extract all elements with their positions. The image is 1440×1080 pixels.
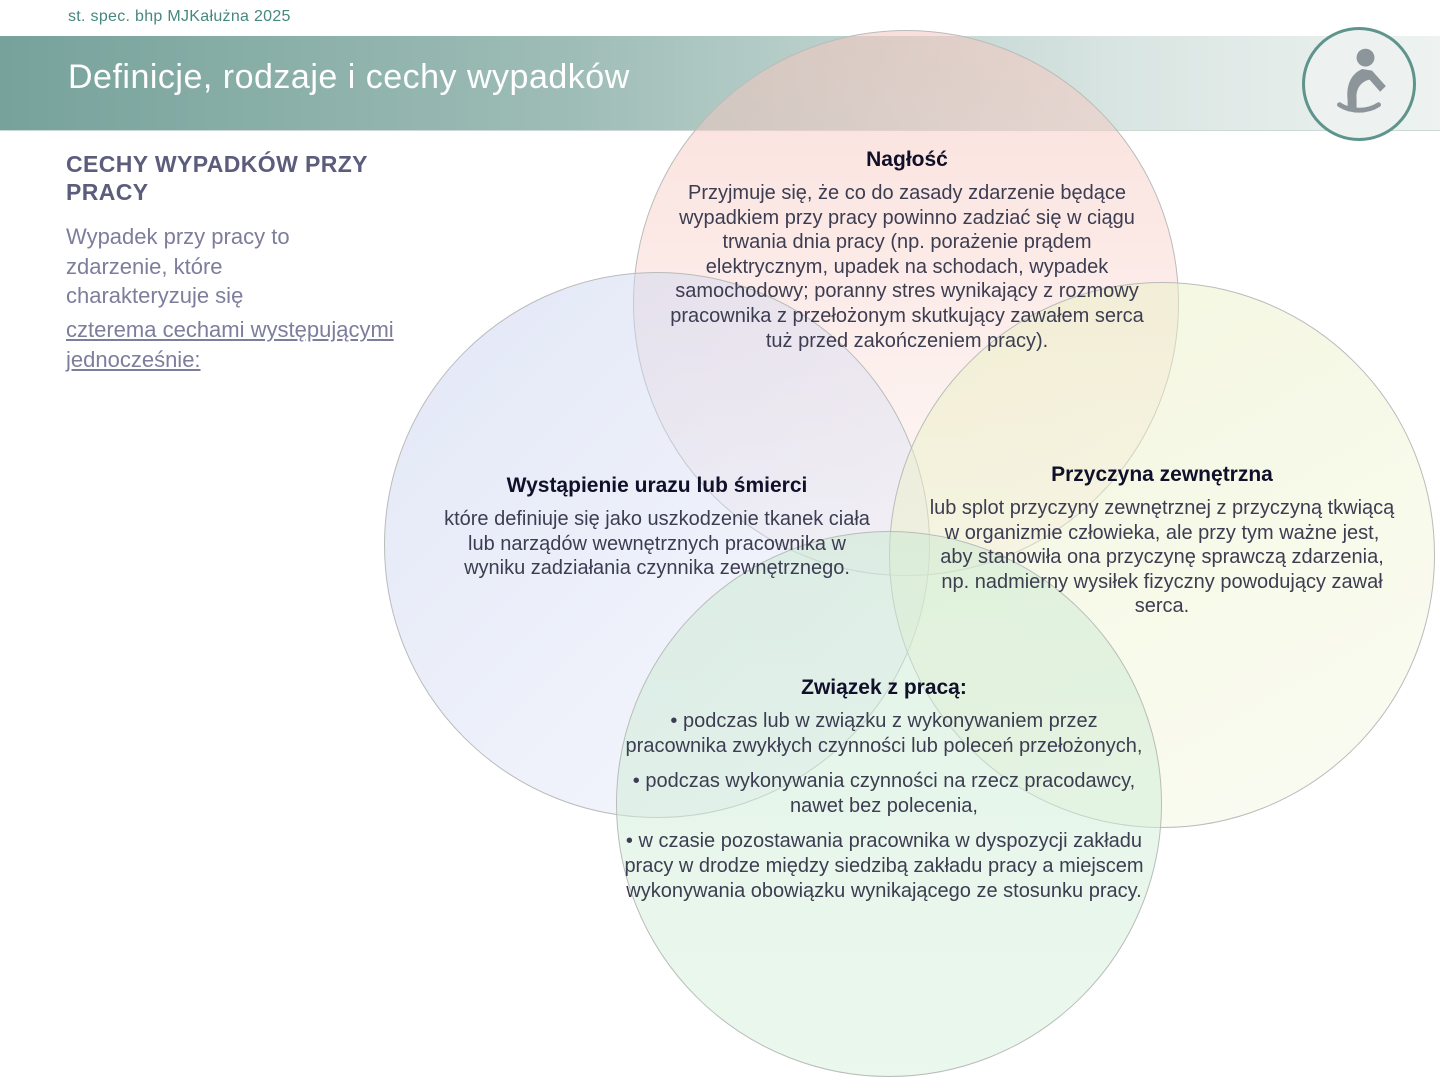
venn-bullet-3: • w czasie pozostawania pracownika w dys… (624, 830, 1144, 902)
intro-block: CECHY WYPADKÓW PRZY PRACY Wypadek przy p… (66, 150, 426, 375)
venn-body-uraz: które definiuje się jako uszkodzenie tka… (444, 508, 870, 580)
credit-line: st. spec. bhp MJKałużna 2025 (68, 8, 291, 25)
page-title: Definicje, rodzaje i cechy wypadków (68, 58, 630, 96)
venn-text-przyczyna: Przyczyna zewnętrzna lub splot przyczyny… (928, 463, 1396, 619)
venn-title-przyczyna: Przyczyna zewnętrzna (1051, 463, 1273, 486)
venn-title-uraz: Wystąpienie urazu lub śmierci (506, 474, 808, 497)
intro-lead-underlined: czterema cechami występującymi jednocześ… (66, 317, 394, 372)
venn-body-przyczyna: lub splot przyczyny zewnętrznej z przycz… (929, 497, 1395, 618)
venn-bullet-1: • podczas lub w związku z wykonywaniem p… (625, 710, 1143, 757)
venn-circle-zwiazek (616, 531, 1162, 1077)
person-washing-icon (1320, 43, 1398, 126)
venn-title-zwiazek: Związek z pracą: (801, 676, 967, 699)
venn-body-naglosc: Przyjmuje się, że co do zasady zdarzenie… (670, 182, 1144, 352)
header-badge (1302, 27, 1416, 141)
venn-text-uraz: Wystąpienie urazu lub śmierci które defi… (435, 474, 879, 581)
intro-heading: CECHY WYPADKÓW PRZY PRACY (66, 151, 368, 206)
intro-lead: Wypadek przy pracy to zdarzenie, które c… (66, 224, 290, 309)
venn-bullet-2: • podczas wykonywania czynności na rzecz… (632, 770, 1136, 817)
venn-text-naglosc: Nagłość Przyjmuje się, że co do zasady z… (666, 148, 1148, 353)
venn-text-zwiazek: Związek z pracą: • podczas lub w związku… (622, 676, 1146, 903)
venn-title-naglosc: Nagłość (866, 148, 948, 171)
